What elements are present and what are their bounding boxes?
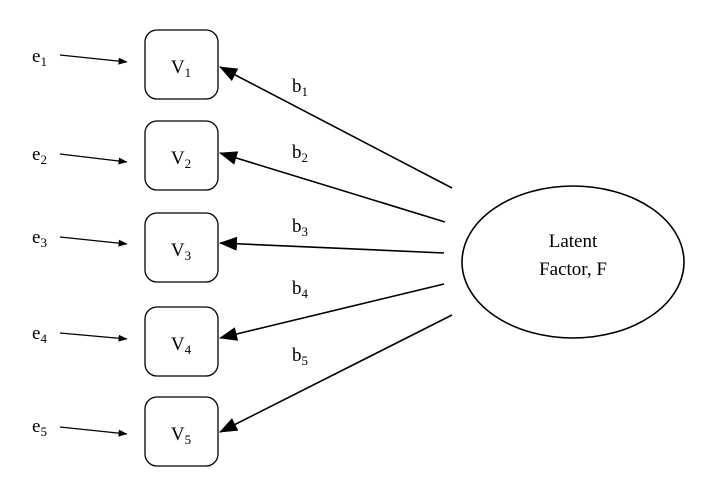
variable-letter: V [171, 334, 185, 355]
variable-subscript: 3 [185, 248, 192, 263]
error-label-4: e4 [32, 323, 47, 346]
variable-letter: V [171, 240, 185, 261]
loading-label-2: b2 [292, 142, 308, 165]
variable-letter: V [171, 424, 185, 445]
variable-box-2: V2 [144, 120, 219, 191]
variable-subscript: 4 [185, 342, 192, 357]
svg-text:V3: V3 [171, 240, 191, 263]
svg-text:V4: V4 [171, 334, 192, 357]
error-label-2: e2 [32, 144, 47, 167]
error-arrow-5 [59, 426, 128, 437]
variable-box-5: V5 [144, 396, 219, 467]
error-arrow-3 [59, 236, 128, 247]
error-label-3: e3 [32, 227, 47, 250]
variable-letter: V [171, 57, 185, 78]
latent-factor-ellipse [461, 185, 685, 339]
loading-arrow-5 [219, 314, 453, 433]
variable-box-1: V1 [144, 29, 219, 100]
loading-arrow-4 [219, 283, 445, 341]
latent-factor-label-line2: Factor, F [539, 259, 607, 280]
error-arrow-4 [59, 332, 128, 342]
loading-label-1: b1 [292, 76, 308, 99]
svg-text:V5: V5 [171, 424, 191, 447]
loading-label-4: b4 [292, 278, 309, 301]
loading-arrow-1 [219, 66, 453, 189]
latent-factor-label-line1: Latent [549, 231, 598, 252]
variable-box-3: V3 [144, 212, 219, 283]
variable-subscript: 2 [185, 156, 192, 171]
variable-subscript: 5 [185, 432, 192, 447]
error-arrow-2 [59, 153, 128, 165]
loading-arrow-3 [219, 236, 445, 254]
variable-letter: V [171, 148, 185, 169]
variable-subscript: 1 [185, 65, 192, 80]
error-arrow-1 [59, 54, 128, 65]
error-label-5: e5 [32, 416, 47, 439]
error-label-1: e1 [32, 46, 47, 69]
loading-arrow-2 [219, 151, 446, 223]
variable-box-4: V4 [144, 306, 219, 377]
svg-text:V2: V2 [171, 148, 191, 171]
loading-label-3: b3 [292, 216, 308, 239]
svg-text:V1: V1 [171, 57, 191, 80]
loading-label-5: b5 [292, 345, 308, 368]
